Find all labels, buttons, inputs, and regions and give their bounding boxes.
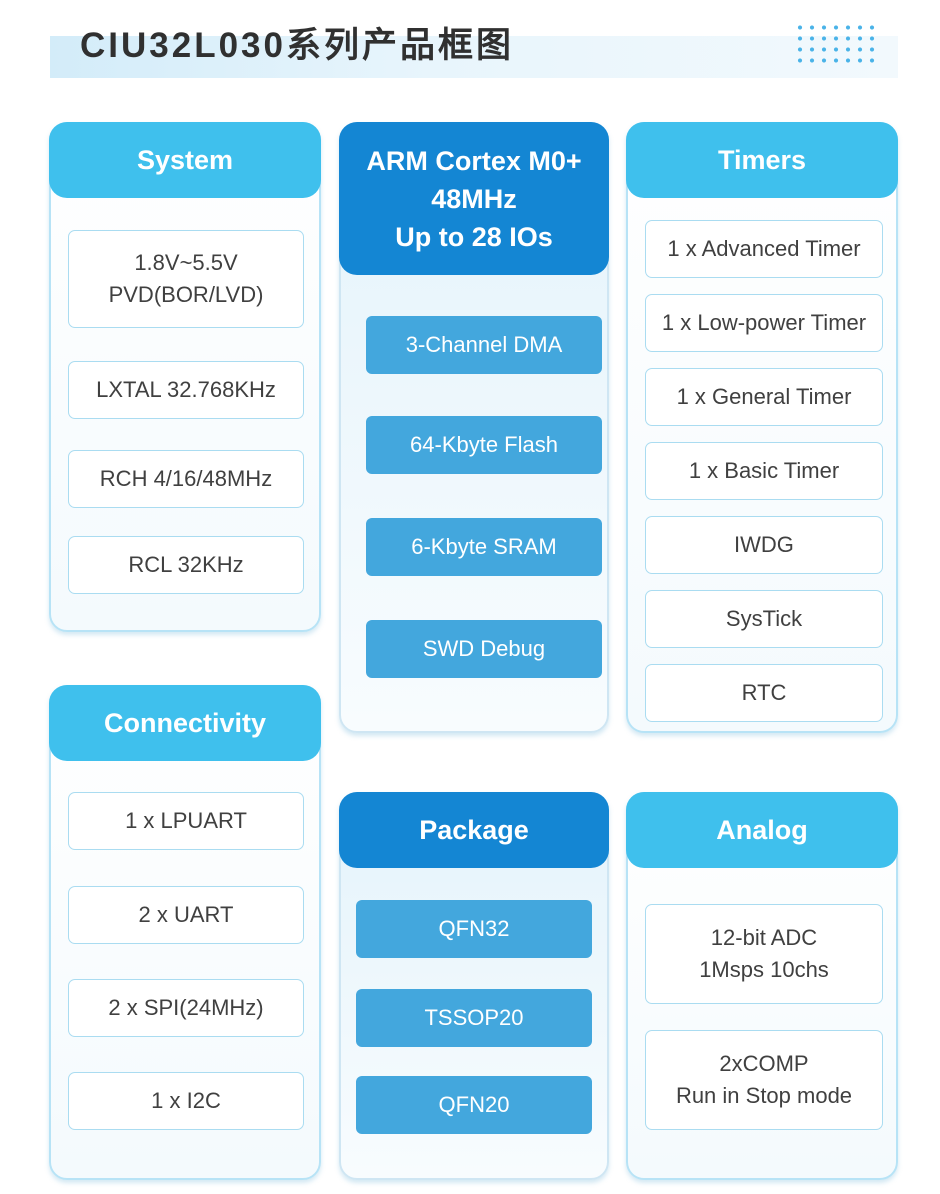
core-item-sram: 6-Kbyte SRAM <box>366 518 602 576</box>
item-line: 2xCOMP <box>719 1051 809 1076</box>
analog-panel: Analog 12-bit ADC 1Msps 10chs 2xCOMP Run… <box>626 792 898 1180</box>
core-item-flash: 64-Kbyte Flash <box>366 416 602 474</box>
system-panel: System 1.8V~5.5V PVD(BOR/LVD) LXTAL 32.7… <box>49 122 321 632</box>
package-panel: Package QFN32 TSSOP20 QFN20 <box>339 792 609 1180</box>
item-line: LXTAL 32.768KHz <box>96 377 276 402</box>
system-item-rcl: RCL 32KHz <box>68 536 304 594</box>
connectivity-item-uart: 2 x UART <box>68 886 304 944</box>
item-line: 1Msps 10chs <box>699 957 829 982</box>
analog-item-comp: 2xCOMP Run in Stop mode <box>645 1030 883 1130</box>
connectivity-item-lpuart: 1 x LPUART <box>68 792 304 850</box>
system-item-lxtal: LXTAL 32.768KHz <box>68 361 304 419</box>
core-item-swd: SWD Debug <box>366 620 602 678</box>
package-header: Package <box>339 792 609 868</box>
connectivity-panel: Connectivity 1 x LPUART 2 x UART 2 x SPI… <box>49 685 321 1180</box>
timers-item-advanced: 1 x Advanced Timer <box>645 220 883 278</box>
item-line: 12-bit ADC <box>710 925 818 950</box>
page-title: CIU32L030系列产品框图 <box>80 26 514 65</box>
package-item-qfn20: QFN20 <box>356 1076 592 1134</box>
core-cpu-line: ARM Cortex M0+ <box>366 145 582 176</box>
core-frequency-line: 48MHz <box>431 183 517 214</box>
connectivity-header: Connectivity <box>49 685 321 761</box>
item-line: PVD(BOR/LVD) <box>108 282 264 307</box>
item-line: 1.8V~5.5V <box>134 250 238 275</box>
timers-item-basic: 1 x Basic Timer <box>645 442 883 500</box>
system-header: System <box>49 122 321 198</box>
system-item-rch: RCH 4/16/48MHz <box>68 450 304 508</box>
connectivity-item-spi: 2 x SPI(24MHz) <box>68 979 304 1037</box>
item-line: RCL 32KHz <box>128 552 244 577</box>
system-item-supply: 1.8V~5.5V PVD(BOR/LVD) <box>68 230 304 328</box>
core-panel: ARM Cortex M0+ 48MHz Up to 28 IOs 3-Chan… <box>339 122 609 733</box>
package-item-qfn32: QFN32 <box>356 900 592 958</box>
title-band <box>50 36 898 78</box>
analog-item-adc: 12-bit ADC 1Msps 10chs <box>645 904 883 1004</box>
dots-decoration <box>794 22 878 64</box>
analog-header: Analog <box>626 792 898 868</box>
item-line: RCH 4/16/48MHz <box>99 466 273 491</box>
timers-item-general: 1 x General Timer <box>645 368 883 426</box>
connectivity-item-i2c: 1 x I2C <box>68 1072 304 1130</box>
timers-item-iwdg: IWDG <box>645 516 883 574</box>
timers-item-systick: SysTick <box>645 590 883 648</box>
core-io-line: Up to 28 IOs <box>395 221 553 252</box>
timers-item-rtc: RTC <box>645 664 883 722</box>
timers-panel: Timers 1 x Advanced Timer 1 x Low-power … <box>626 122 898 733</box>
core-header: ARM Cortex M0+ 48MHz Up to 28 IOs <box>339 122 609 275</box>
item-line: Run in Stop mode <box>675 1083 853 1108</box>
core-item-dma: 3-Channel DMA <box>366 316 602 374</box>
package-item-tssop20: TSSOP20 <box>356 989 592 1047</box>
timers-header: Timers <box>626 122 898 198</box>
timers-item-low-power: 1 x Low-power Timer <box>645 294 883 352</box>
